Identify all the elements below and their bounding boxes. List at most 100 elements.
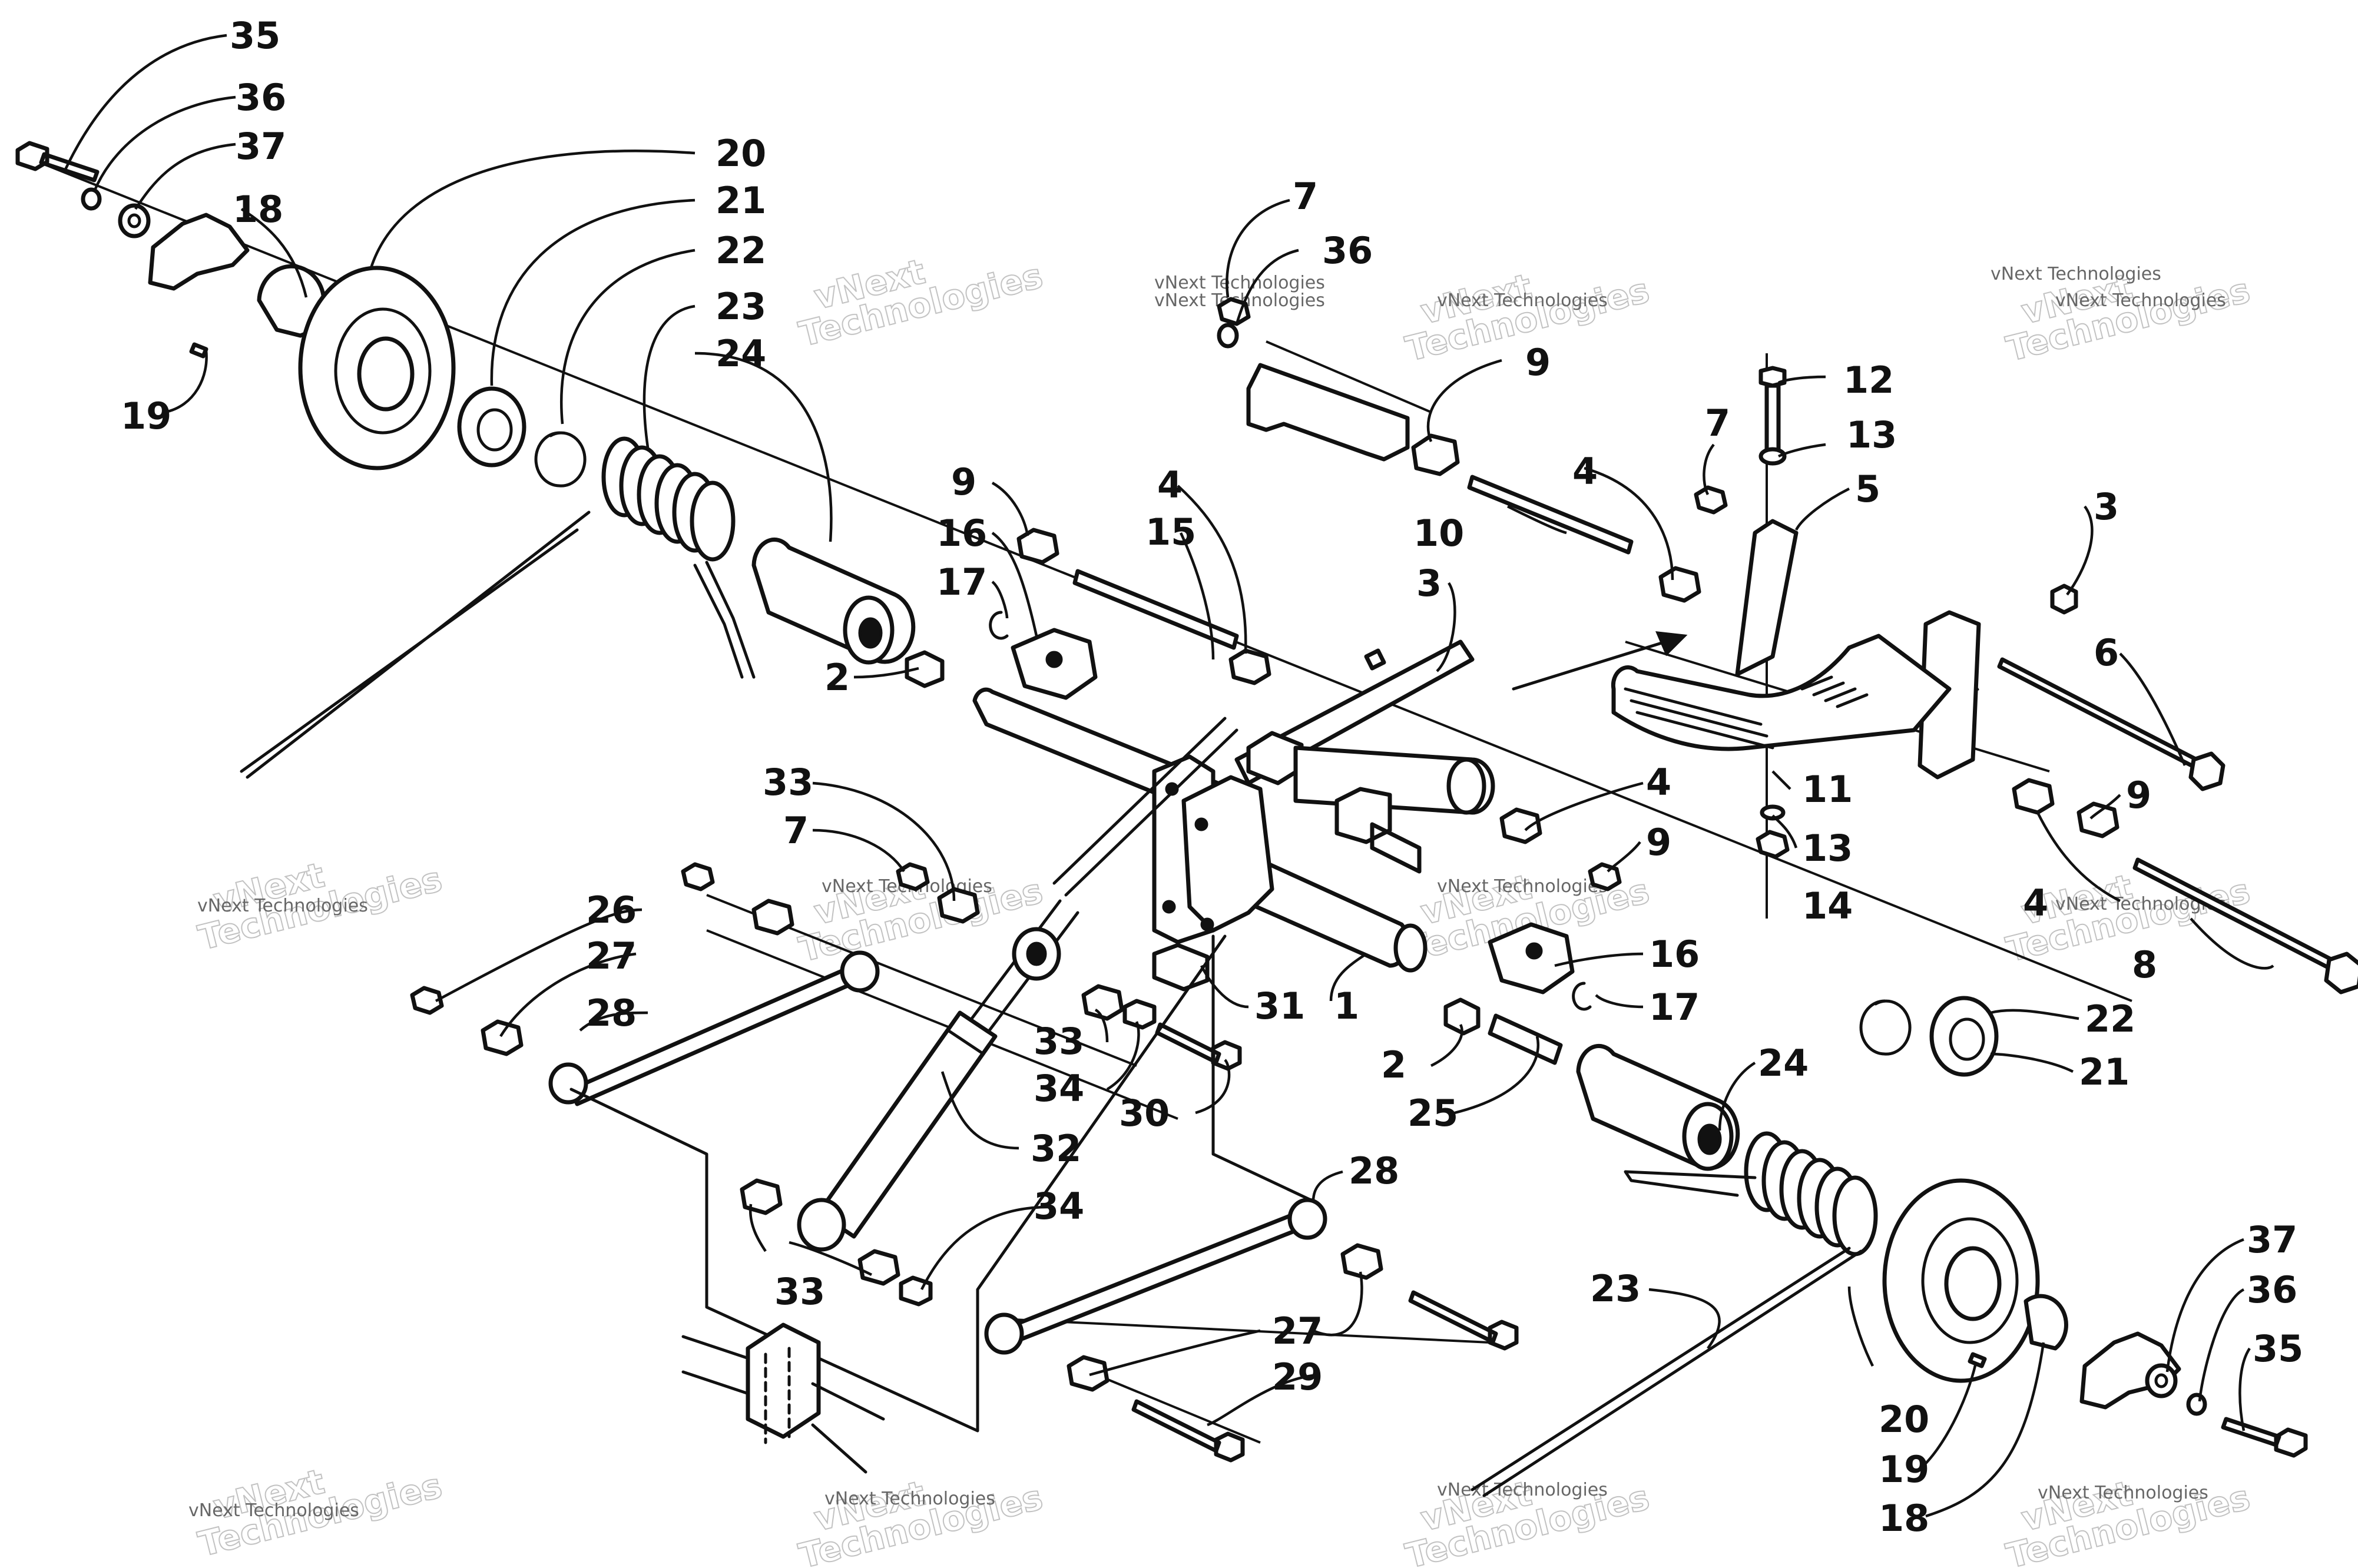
bushing-9-right <box>2077 801 2119 838</box>
washer-13-top <box>1758 447 1787 466</box>
callout-37-right: 37 <box>2247 1218 2297 1261</box>
frame-plate-right <box>1181 775 1274 933</box>
clip-17-lower <box>1572 982 1592 1011</box>
link-arm-28-lower <box>984 1198 1519 1463</box>
bushing-4-center-right <box>1499 807 1542 844</box>
lock-washer-36-right <box>2186 1393 2207 1416</box>
callout-35-left: 35 <box>230 14 280 57</box>
left-wheel-assembly <box>15 141 587 488</box>
bushing-2-left <box>905 650 945 688</box>
bumper-11 <box>1611 634 1952 751</box>
callout-22-right: 22 <box>2085 997 2135 1040</box>
callout-18-left: 18 <box>233 188 283 231</box>
watermark-small: vNext Technologies <box>1437 876 1608 897</box>
watermark-small: vNext Technologies <box>1154 273 1325 293</box>
callout-31: 31 <box>1254 984 1305 1027</box>
retaining-ring-22-right <box>1859 999 1912 1056</box>
callout-3-right: 3 <box>2094 485 2119 528</box>
link-arm-28-upper <box>410 862 880 1106</box>
callout-23-left: 23 <box>716 285 766 328</box>
callout-36-right: 36 <box>2247 1268 2297 1311</box>
callout-7-bumper: 7 <box>1705 402 1730 445</box>
callout-15: 15 <box>1145 510 1196 553</box>
callout-16-lower: 16 <box>1649 933 1700 976</box>
nut-7-bumper <box>1694 485 1728 515</box>
callout-13-bottom: 13 <box>1802 827 1853 870</box>
rail-bracket <box>1246 363 1410 462</box>
washer-37-right <box>2145 1363 2178 1398</box>
shaft-15 <box>1072 569 1239 650</box>
washer-37-left <box>118 203 151 238</box>
callout-33-top: 33 <box>763 761 813 804</box>
callout-11: 11 <box>1802 768 1853 811</box>
callout-7-top: 7 <box>1293 175 1318 218</box>
callout-3-center: 3 <box>1416 562 1442 605</box>
bushing-33-upper <box>1081 984 1124 1021</box>
torsion-spring-23-left <box>240 436 756 779</box>
bushing-4-right <box>2012 778 2055 815</box>
callout-9-right: 9 <box>2126 774 2151 817</box>
callout-20-left: 20 <box>716 132 766 175</box>
callout-18-right: 18 <box>1879 1497 1929 1540</box>
callout-29: 29 <box>1272 1355 1323 1398</box>
nut-7-top <box>1217 297 1251 326</box>
shaft-15-assembly <box>989 528 1271 700</box>
rail-detail-lower-left <box>681 1322 885 1474</box>
watermark-small: vNext Technologies <box>1437 1480 1608 1500</box>
spacer-31 <box>1152 943 1210 992</box>
callout-1: 1 <box>1334 984 1359 1027</box>
bracket-5 <box>1735 519 1799 677</box>
direction-arrow <box>1512 634 1686 691</box>
bushing-27-lower <box>481 1019 524 1056</box>
callout-4-top: 4 <box>1572 450 1598 493</box>
bushing-4-upper <box>1228 648 1271 685</box>
set-screw-19-left <box>189 342 208 359</box>
spacer-34-upper <box>1122 999 1157 1030</box>
bolt-35-left <box>15 141 100 183</box>
leader-lines <box>63 34 2274 1518</box>
callout-10: 10 <box>1413 512 1464 555</box>
tube-25 <box>1488 1013 1563 1065</box>
callout-28-lower: 28 <box>1349 1149 1399 1192</box>
callout-17-upper: 17 <box>936 561 987 604</box>
callout-17-lower: 17 <box>1649 986 1700 1029</box>
bearing-hub-right <box>2023 1294 2068 1351</box>
bearing-21-right <box>1929 996 1999 1077</box>
callout-9-upper-left: 9 <box>951 460 976 503</box>
bearing-21-left <box>457 386 526 468</box>
callout-6: 6 <box>2094 631 2119 674</box>
callout-24-left: 24 <box>716 332 766 375</box>
watermark-small: vNext Technologies <box>2038 1483 2208 1503</box>
callout-36-left: 36 <box>236 76 286 119</box>
callout-19-left: 19 <box>121 395 171 437</box>
roller-24-right <box>1576 1044 1740 1171</box>
watermark-small: vNext Technologies <box>1991 264 2161 284</box>
callout-30: 30 <box>1119 1092 1170 1135</box>
lock-washer-36-left <box>81 187 102 211</box>
bushing-33-lower <box>857 1249 900 1286</box>
callout-14: 14 <box>1802 884 1853 927</box>
bolt-29-upper <box>1408 1290 1519 1351</box>
watermark-small: vNext Technologies <box>188 1500 359 1521</box>
bolt-6 <box>1997 657 2199 769</box>
callout-32: 32 <box>1031 1127 1081 1170</box>
callout-33-upper: 33 <box>1034 1020 1084 1063</box>
callout-33-lower: 33 <box>774 1270 825 1313</box>
callout-13-top: 13 <box>1846 413 1897 456</box>
roller-24-left <box>751 538 916 665</box>
retaining-ring-22-left <box>534 431 587 488</box>
nut-14 <box>1756 830 1790 859</box>
bushing-27-lower-right <box>1340 1243 1383 1280</box>
main-frame-assembly <box>972 639 1495 973</box>
callout-34-lower: 34 <box>1034 1185 1084 1228</box>
bushing-9-upper-left <box>1016 528 1059 565</box>
long-bolts <box>1997 657 2358 994</box>
nut-7-shock <box>896 862 930 891</box>
nut-26 <box>681 862 715 891</box>
bumper-assembly <box>1512 366 2078 859</box>
callout-22-left: 22 <box>716 229 766 272</box>
callout-26: 26 <box>586 889 637 931</box>
callout-7-shock: 7 <box>783 809 809 852</box>
torsion-spring-23-right <box>1471 1131 1878 1497</box>
